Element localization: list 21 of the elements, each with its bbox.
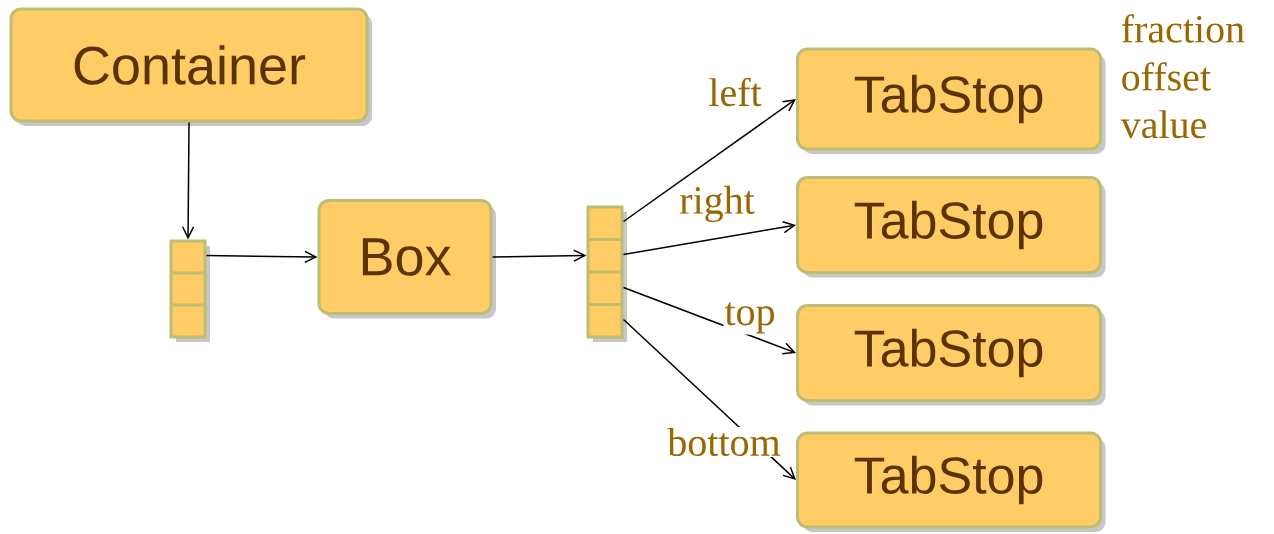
arrow [622, 99, 796, 223]
class-box: Container [9, 7, 372, 126]
field-name: offset [1122, 62, 1211, 91]
arrow [622, 220, 796, 256]
array-cells [169, 239, 210, 342]
class-box: TabStop [796, 176, 1106, 278]
array-cells [586, 205, 627, 342]
class-box: TabStop [796, 304, 1106, 406]
arrow [181, 121, 195, 240]
edge-label: left [707, 76, 763, 108]
edge-label: top [723, 301, 777, 335]
edge-label: bottom [666, 426, 782, 458]
arrow [622, 286, 796, 355]
arrow [491, 249, 587, 262]
class-box: TabStop [796, 47, 1106, 154]
class-box: TabStop [796, 431, 1106, 532]
arrow [205, 250, 318, 264]
field-name: value [1120, 110, 1206, 139]
edge-label: right [678, 184, 756, 224]
field-name: fraction [1121, 14, 1245, 43]
class-box: Box [317, 199, 496, 319]
